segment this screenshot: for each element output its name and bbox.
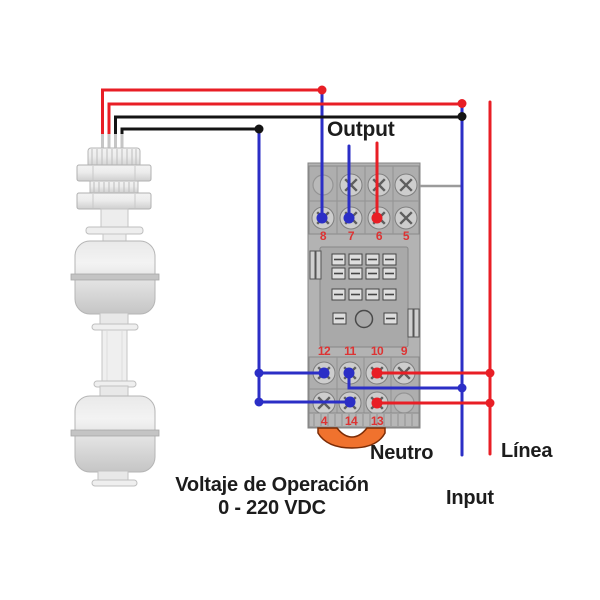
terminal-number-9: 9 [400, 344, 408, 358]
label-input: Input [446, 487, 494, 509]
float-level-sensor [70, 133, 160, 487]
terminal-number-7: 7 [347, 229, 355, 243]
terminal-number-14: 14 [344, 414, 358, 428]
terminal-number-4: 4 [320, 414, 328, 428]
label-operating-voltage: Voltaje de Operación 0 - 220 VDC [132, 474, 412, 520]
terminal-number-13: 13 [370, 414, 384, 428]
relay-socket [307, 162, 461, 449]
terminal-number-6: 6 [375, 229, 383, 243]
socket-release-clip [317, 427, 386, 449]
side-brackets [309, 250, 420, 338]
terminal-number-12: 12 [317, 344, 331, 358]
label-linea: Línea [501, 440, 553, 462]
terminal-number-10: 10 [370, 344, 384, 358]
wire-sensor-black-1 [114, 115, 462, 134]
label-output: Output [327, 118, 395, 141]
label-neutro: Neutro [370, 442, 434, 464]
sensor-pins [101, 133, 124, 149]
terminal-number-8: 8 [319, 229, 327, 243]
wire-junctions [254, 85, 495, 409]
wiring [101, 88, 492, 457]
wire-sensor-red-2 [107, 102, 462, 134]
label-voltage-title: Voltaje de Operación [175, 474, 369, 496]
terminal-number-11: 11 [344, 344, 356, 358]
wire-sensor-black-2 [120, 127, 259, 134]
label-voltage-range: 0 - 220 VDC [218, 497, 326, 519]
relay-pin-slots [331, 253, 398, 329]
wire-sensor-red-1 [101, 88, 322, 134]
terminal-number-5: 5 [402, 229, 410, 243]
